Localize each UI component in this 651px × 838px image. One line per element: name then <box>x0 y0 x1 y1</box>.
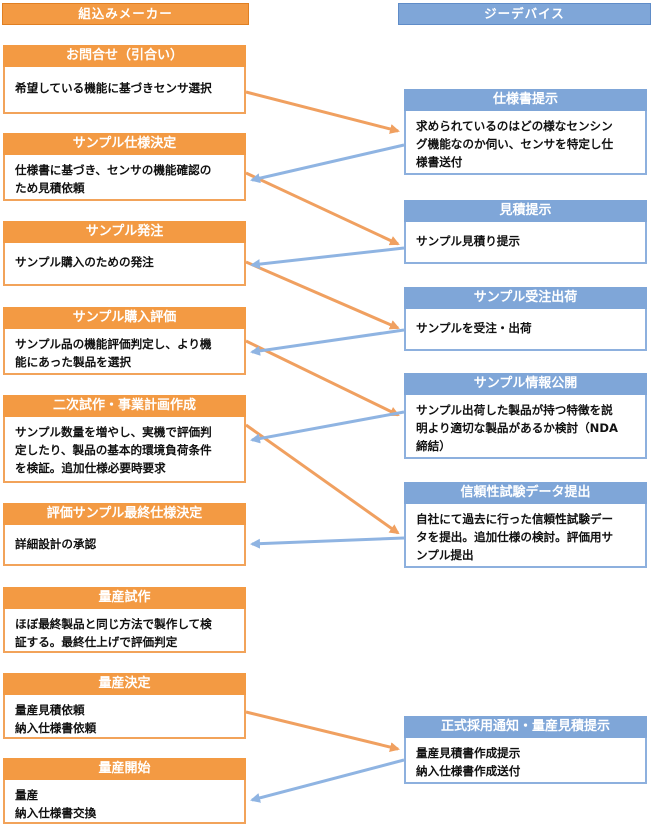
step-title: 二次試作・事業計画作成 <box>3 395 246 417</box>
step-title: お問合せ（引合い） <box>3 45 246 67</box>
arrow-quote-back <box>250 246 405 270</box>
step-title: 評価サンプル最終仕様決定 <box>3 503 246 525</box>
step-formal-adoption: 正式採用通知・量産見積提示 量産見積書作成提示 納入仕様書作成送付 <box>404 716 647 784</box>
step-title: 量産開始 <box>3 758 246 780</box>
arrow-prototype-to-reliability <box>245 423 400 535</box>
step-second-prototype: 二次試作・事業計画作成 サンプル数量を増やし、実機で評価判 定したり、製品の基本… <box>3 395 246 483</box>
header-g-device: ジーデバイス <box>398 3 651 25</box>
step-body: 自社にて過去に行った信頼性試験デー タを提出。追加仕様の検討。評価用サ ンプル提… <box>416 512 614 562</box>
step-body: 量産見積依頼 納入仕様書依頼 <box>15 703 97 735</box>
arrow-spec-back <box>250 143 405 184</box>
step-title: サンプル受注出荷 <box>404 287 647 309</box>
arrow-order-to-shipping <box>245 260 400 330</box>
step-title: サンプル情報公開 <box>404 373 647 395</box>
step-quote-presentation: 見積提示 サンプル見積り提示 <box>404 200 647 264</box>
step-body: 量産見積書作成提示 納入仕様書作成送付 <box>416 746 521 778</box>
step-sample-shipping: サンプル受注出荷 サンプルを受注・出荷 <box>404 287 647 351</box>
arrow-adoption-back <box>250 758 405 803</box>
step-body: 詳細設計の承認 <box>15 537 97 551</box>
arrow-shipping-back <box>250 328 405 356</box>
step-body: サンプル出荷した製品が持つ特徴を説 明より適切な製品があるか検討（NDA 締結） <box>416 403 618 453</box>
step-sample-order: サンプル発注 サンプル購入のための発注 <box>3 221 246 286</box>
step-body: 希望している機能に基づきセンサ選択 <box>15 81 212 95</box>
step-mass-decision: 量産決定 量産見積依頼 納入仕様書依頼 <box>3 673 246 739</box>
step-title: サンプル購入評価 <box>3 307 246 329</box>
step-title: サンプル発注 <box>3 221 246 243</box>
step-body: サンプルを受注・出荷 <box>416 321 532 335</box>
step-final-spec: 評価サンプル最終仕様決定 詳細設計の承認 <box>3 503 246 566</box>
step-body: 仕様書に基づき、センサの機能確認の ため見積依頼 <box>15 163 212 195</box>
step-inquiry: お問合せ（引合い） 希望している機能に基づきセンサ選択 <box>3 45 246 114</box>
step-sample-info: サンプル情報公開 サンプル出荷した製品が持つ特徴を説 明より適切な製品があるか検… <box>404 373 647 459</box>
step-title: 正式採用通知・量産見積提示 <box>404 716 647 738</box>
step-title: 量産試作 <box>3 587 246 609</box>
step-title: 量産決定 <box>3 673 246 695</box>
arrow-spec-to-quote <box>245 171 400 246</box>
arrow-info-back <box>250 410 405 444</box>
step-mass-start: 量産開始 量産 納入仕様書交換 <box>3 758 246 824</box>
header-embedded-maker: 組込みメーカー <box>2 3 249 25</box>
step-sample-spec: サンプル仕様決定 仕様書に基づき、センサの機能確認の ため見積依頼 <box>3 133 246 201</box>
step-body: 量産 納入仕様書交換 <box>15 788 97 820</box>
step-title: 信頼性試験データ提出 <box>404 482 647 504</box>
step-mass-prototype: 量産試作 ほぼ最終製品と同じ方法で製作して検 証する。最終仕上げで評価判定 <box>3 587 246 653</box>
step-sample-evaluation: サンプル購入評価 サンプル品の機能評価判定し、より機 能にあった製品を選択 <box>3 307 246 375</box>
step-body: 求められているのはどの様なセンシン グ機能なのか伺い、センサを特定し仕 様書送付 <box>416 119 614 169</box>
step-reliability-data: 信頼性試験データ提出 自社にて過去に行った信頼性試験デー タを提出。追加仕様の検… <box>404 482 647 568</box>
arrow-decision-to-adoption <box>245 710 400 752</box>
step-body: サンプル見積り提示 <box>416 234 520 248</box>
step-title: サンプル仕様決定 <box>3 133 246 155</box>
step-body: サンプル品の機能評価判定し、より機 能にあった製品を選択 <box>15 337 212 369</box>
arrow-inquiry-to-spec <box>245 90 400 134</box>
step-spec-presentation: 仕様書提示 求められているのはどの様なセンシン グ機能なのか伺い、センサを特定し… <box>404 89 647 175</box>
arrow-evaluation-to-info <box>245 339 400 417</box>
step-title: 見積提示 <box>404 200 647 222</box>
step-body: サンプル数量を増やし、実機で評価判 定したり、製品の基本的環境負荷条件 を検証。… <box>15 425 212 475</box>
arrow-reliability-back <box>250 536 405 549</box>
step-body: ほぼ最終製品と同じ方法で製作して検 証する。最終仕上げで評価判定 <box>15 617 212 649</box>
step-title: 仕様書提示 <box>404 89 647 111</box>
step-body: サンプル購入のための発注 <box>15 255 154 269</box>
